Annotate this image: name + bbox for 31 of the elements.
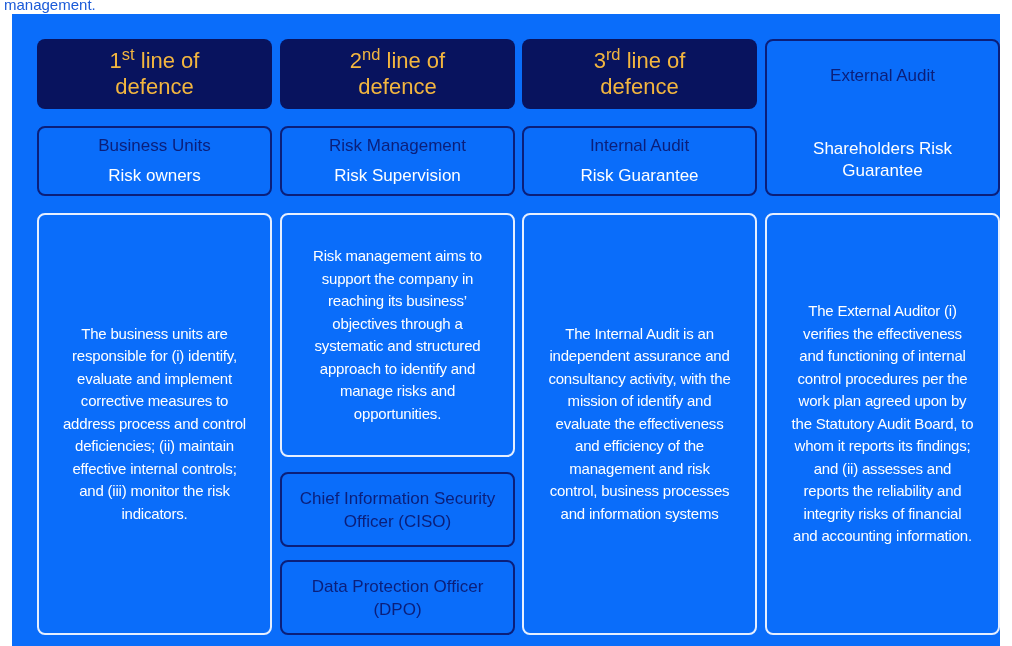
role-box [280, 126, 515, 196]
officer-title: Chief Information Security Officer (CISO) [298, 487, 497, 533]
header-box [522, 39, 757, 109]
description-box [280, 213, 515, 457]
header-title: 1$^{st}$ line of defence [108, 48, 201, 100]
description-box [765, 213, 1000, 635]
description-box [37, 213, 272, 635]
role-box [37, 126, 272, 196]
officer-box [280, 472, 515, 547]
role-box [522, 126, 757, 196]
header-title: 3$^{rd}$ line of defence [592, 48, 687, 100]
role-title: External Audit [830, 65, 935, 87]
header-title: 2$^{nd}$ line of defence [348, 48, 447, 100]
description-box [522, 213, 757, 635]
role-subtitle: Risk Guarantee [580, 165, 699, 187]
role-box [765, 39, 1000, 196]
role-title: Internal Audit [589, 135, 690, 157]
role-title: Risk Management [329, 135, 466, 157]
note-text: management. [4, 0, 96, 14]
description-text: The business units are responsible for (i) identify, evaluate and implement corrective measures to address process and control deficiencies; (ii) maintain effective internal controls; and (iii) monitor the risk indicators. [62, 323, 247, 524]
role-subtitle: Shareholders Risk Guarantee [812, 138, 953, 182]
header-box [37, 39, 272, 109]
officer-title: Data Protection Officer (DPO) [310, 575, 485, 621]
role-subtitle: Risk Supervision [334, 165, 461, 187]
header-box [280, 39, 515, 109]
role-subtitle: Risk owners [108, 165, 201, 187]
description-text: The External Auditor (i) verifies the effectiveness and functioning of internal control procedures per the work plan agreed upon by the Statutory Audit Board, to whom it reports its findings; and (ii) assesses and reports the reliability and integrity risks of financial and accounting information. [790, 301, 975, 547]
description-text: Risk management aims to support the company in reaching its business’ objectives through a systematic and structured approach to identify and manage risks and opportunities. [312, 246, 483, 424]
role-title: Business Units [98, 135, 211, 157]
description-text: The Internal Audit is an independent assurance and consultancy activity, with the mission of identify and evaluate the effectiveness and efficiency of the management and risk control, business processes and information systems [547, 323, 732, 524]
officer-box [280, 560, 515, 635]
